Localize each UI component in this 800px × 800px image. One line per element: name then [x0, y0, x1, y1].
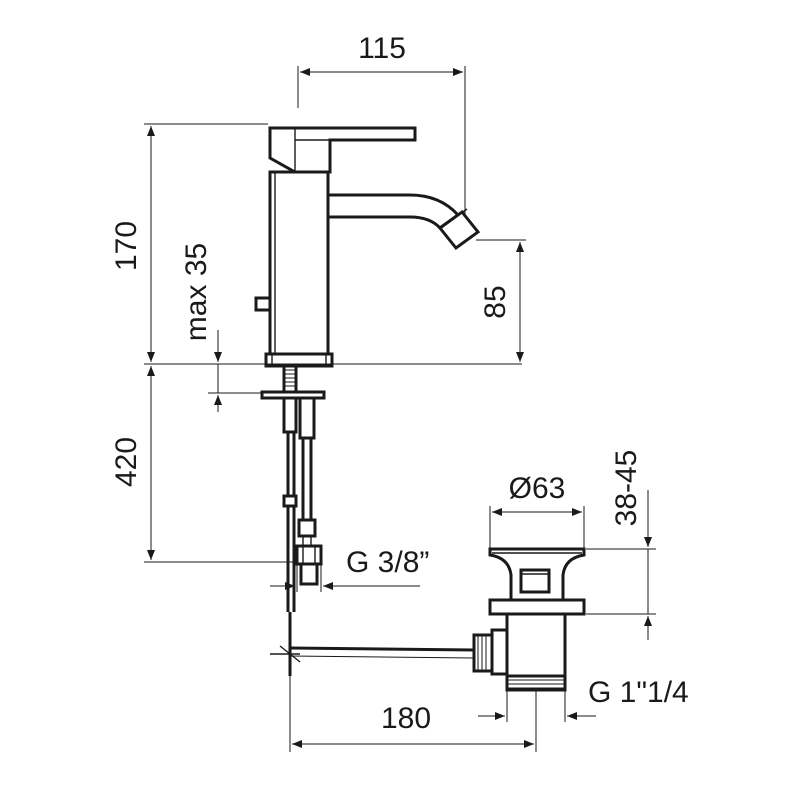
dimension-labels: 115 170 max 35 85 420 Ø63 38-45 G 3/8” G… — [110, 32, 689, 735]
label-115: 115 — [358, 32, 406, 65]
hex-nut — [295, 544, 323, 566]
label-diameter-63: Ø63 — [509, 472, 566, 505]
label-180: 180 — [381, 702, 431, 735]
spout — [326, 193, 461, 231]
hoses-assembly — [260, 364, 326, 612]
drain-collar — [488, 598, 586, 616]
label-85: 85 — [479, 285, 512, 318]
faucet-body — [254, 126, 481, 368]
base-ring — [264, 352, 334, 368]
label-g-3-8: G 3/8” — [346, 546, 429, 579]
drain-body — [505, 612, 567, 678]
drain-assembly — [270, 547, 586, 692]
popup-rod-knob — [254, 296, 272, 312]
label-170: 170 — [110, 221, 143, 271]
label-g-1-1-4: G 1"1/4 — [588, 676, 689, 709]
label-max-35: max 35 — [180, 243, 213, 341]
dimensions — [144, 66, 656, 752]
faucet-column — [268, 170, 330, 356]
label-420: 420 — [110, 437, 143, 487]
label-38-45: 38-45 — [610, 450, 643, 527]
lever-handle — [268, 126, 417, 174]
